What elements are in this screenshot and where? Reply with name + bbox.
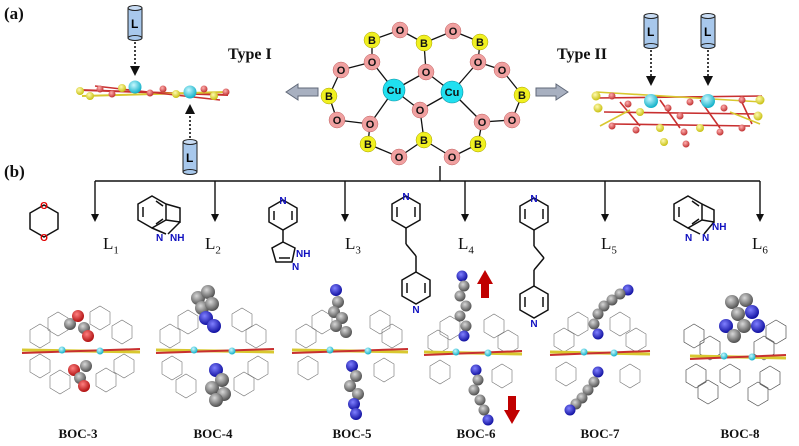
boc-7-structure xyxy=(549,284,651,416)
panel-b-label: (b) xyxy=(4,162,25,181)
boc-5-structure xyxy=(291,284,409,420)
svg-text:O: O xyxy=(448,152,457,164)
svg-text:NH: NH xyxy=(296,249,310,260)
svg-text:B: B xyxy=(325,91,333,103)
svg-text:B: B xyxy=(364,139,372,151)
svg-text:O: O xyxy=(368,57,377,69)
svg-text:Cu: Cu xyxy=(445,87,460,99)
ligand-5-bpp xyxy=(519,197,549,319)
svg-text:O: O xyxy=(422,67,431,79)
svg-text:NH: NH xyxy=(170,233,184,244)
oxygen-atoms xyxy=(328,21,521,166)
ligand-4-bpe xyxy=(391,195,431,305)
svg-text:N: N xyxy=(279,196,286,207)
ligand-2-indazole xyxy=(137,195,181,235)
svg-text:N: N xyxy=(402,192,409,203)
ligand-label-1: L1 xyxy=(103,234,119,257)
cylinder-label: L xyxy=(647,25,654,39)
ligand-6-benzotriazole xyxy=(673,195,715,235)
boc-7-label: BOC-7 xyxy=(580,426,620,441)
type-ii-label: Type II xyxy=(557,46,607,63)
cylinder-label: L xyxy=(186,151,193,165)
boc-3-structure xyxy=(21,305,141,395)
svg-text:N: N xyxy=(702,233,709,244)
cylinder-right-type2: L xyxy=(700,13,716,49)
boron-atoms xyxy=(320,31,531,153)
ligand-label-6: L6 xyxy=(752,234,768,257)
svg-text:O: O xyxy=(449,26,458,38)
type-i-label: Type I xyxy=(228,46,272,63)
ligand-3-pyridyl-pyrazole xyxy=(268,199,298,263)
ligand-label-2: L2 xyxy=(205,234,221,257)
ligand-tree xyxy=(94,166,761,218)
svg-text:B: B xyxy=(474,139,482,151)
cu-borate-cluster: B B B B B B B B O O O O O O O O O O O O … xyxy=(320,21,531,166)
ligand-label-4: L4 xyxy=(458,234,474,257)
svg-text:N: N xyxy=(530,319,537,330)
left-gray-arrow xyxy=(285,83,319,101)
boc-4-structure xyxy=(155,285,275,407)
svg-text:N: N xyxy=(685,233,692,244)
cylinder-label: L xyxy=(131,17,138,31)
svg-text:O: O xyxy=(474,57,483,69)
red-arrow-up xyxy=(477,270,493,298)
svg-text:O: O xyxy=(395,152,404,164)
boc-6-label: BOC-6 xyxy=(456,426,496,441)
cylinder-left-type2: L xyxy=(643,13,659,49)
svg-text:Cu: Cu xyxy=(387,85,402,97)
svg-text:O: O xyxy=(40,201,48,212)
svg-text:N: N xyxy=(292,262,299,273)
right-gray-arrow xyxy=(535,83,569,101)
svg-text:O: O xyxy=(333,115,342,127)
svg-text:O: O xyxy=(478,117,487,129)
svg-text:O: O xyxy=(337,65,346,77)
svg-text:NH: NH xyxy=(712,222,726,233)
svg-text:O: O xyxy=(366,119,375,131)
boc-5-label: BOC-5 xyxy=(332,426,372,441)
boc-3-label: BOC-3 xyxy=(58,426,98,441)
boc-8-structure xyxy=(683,293,787,407)
ligand-1-dioxane xyxy=(29,204,59,238)
boc-8-label: BOC-8 xyxy=(720,426,760,441)
cylinder-label: L xyxy=(704,25,711,39)
cylinder-top-type1: L xyxy=(127,5,143,41)
panel-a-label: (a) xyxy=(4,4,24,23)
svg-text:B: B xyxy=(420,38,428,50)
copper-atom xyxy=(382,78,406,102)
ligand-label-3: L3 xyxy=(345,234,361,257)
svg-text:O: O xyxy=(40,233,48,244)
copper-atom xyxy=(440,80,464,104)
type2-cluster-model xyxy=(591,91,765,148)
boc-6-structure xyxy=(423,270,523,426)
svg-text:B: B xyxy=(420,135,428,147)
svg-text:B: B xyxy=(518,90,526,102)
ligand-label-5: L5 xyxy=(601,234,617,257)
svg-text:O: O xyxy=(416,105,425,117)
svg-text:O: O xyxy=(498,65,507,77)
red-arrow-down xyxy=(504,396,520,424)
svg-text:B: B xyxy=(368,35,376,47)
cylinder-bottom-type1: L xyxy=(182,139,198,175)
boc-4-label: BOC-4 xyxy=(193,426,233,441)
svg-text:N: N xyxy=(412,305,419,316)
svg-text:N: N xyxy=(156,233,163,244)
type1-cluster-model xyxy=(76,80,230,101)
svg-text:O: O xyxy=(396,25,405,37)
svg-text:N: N xyxy=(530,194,537,205)
svg-text:B: B xyxy=(476,37,484,49)
svg-text:O: O xyxy=(508,115,517,127)
